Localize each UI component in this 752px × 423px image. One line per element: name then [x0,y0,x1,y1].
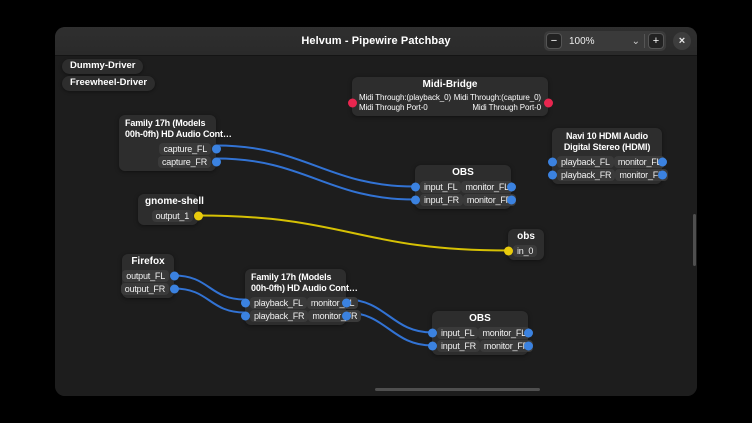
node-dummy-driver[interactable]: Dummy-Driver [62,59,144,74]
audio-in-port-dot[interactable] [240,298,250,307]
port-output-1[interactable]: output_1 [138,209,203,222]
audio-out-port-dot[interactable] [506,195,516,204]
audio-out-port-dot[interactable] [341,298,351,307]
titlebar[interactable]: Helvum - Pipewire Patchbay − 100% ⌄ + × [55,27,697,56]
close-button[interactable]: × [673,32,691,50]
vertical-scrollbar[interactable] [693,214,696,266]
zoom-controls: − 100% ⌄ + [544,31,666,51]
audio-in-port-dot[interactable] [427,341,437,350]
audio-out-port-dot[interactable] [169,271,179,280]
node-family17h-capture[interactable]: Family 17h (Models 00h-0fh) HD Audio Con… [119,115,232,171]
audio-out-port-dot[interactable] [211,144,221,153]
video-in-port-dot[interactable] [503,246,513,255]
node-midi-bridge[interactable]: Midi-Bridge Midi Through:(playback_0) Mi… [347,77,553,116]
node-title: Firefox [131,256,165,267]
port-playback-fl[interactable]: playback_FL [250,296,307,309]
audio-in-port-dot[interactable] [427,328,437,337]
connection-curve-audio [215,157,416,201]
audio-out-port-dot[interactable] [657,170,667,179]
audio-out-port-dot[interactable] [169,284,179,293]
audio-out-port-dot[interactable] [523,341,533,350]
midi-out-port-dot[interactable] [543,98,553,107]
separator [644,34,645,48]
audio-in-port-dot[interactable] [547,170,557,179]
midi-in-port-dot[interactable] [347,98,357,107]
zoom-out-button[interactable]: − [546,33,562,49]
patchbay-canvas[interactable]: Dummy-Driver Freewheel-Driver Midi-Bridg… [55,56,697,396]
zoom-level[interactable]: 100% [569,35,595,47]
node-family17h-playback[interactable]: Family 17h (Models 00h-0fh) HD Audio Con… [240,269,362,325]
node-obs-bottom[interactable]: OBS input_FL monitor_FL input_FR monitor… [427,311,533,355]
port-playback-fl[interactable]: playback_FL [557,155,614,168]
node-gnome-shell[interactable]: gnome-shell output_1 [138,194,204,225]
node-obs-video[interactable]: obs in_0 [503,229,544,260]
node-title: OBS [452,167,474,178]
port-playback-fr[interactable]: playback_FR [250,309,309,322]
connection-layer [173,144,509,347]
port-input-fl[interactable]: input_FL [437,326,479,339]
node-title: obs [517,231,535,242]
connection-curve-video [197,214,509,252]
node-navi10-hdmi[interactable]: Navi 10 HDMI Audio Digital Stereo (HDMI)… [547,128,669,184]
port-capture-fl[interactable]: capture_FL [119,142,221,155]
node-title: gnome-shell [145,196,204,207]
connection-curve-audio [215,144,416,188]
port-capture-fr[interactable]: capture_FR [119,155,221,168]
horizontal-scrollbar[interactable] [375,388,540,391]
node-title-line1: Family 17h (Models [251,272,332,282]
port-monitor-fr[interactable]: monitor_FR [462,193,516,206]
connection-curve-audio [173,274,246,301]
node-title-line2: Digital Stereo (HDMI) [563,142,651,152]
port-output-fr[interactable]: output_FR [120,282,179,295]
port-monitor-fl[interactable]: monitor_FL [461,180,513,193]
port-input-fr[interactable]: input_FR [420,193,463,206]
node-title: OBS [469,313,491,324]
connection-curve-audio [173,287,246,314]
port-monitor-fr[interactable]: monitor_FR [479,339,533,352]
node-title-line2: 00h-0fh) HD Audio Cont… [251,283,358,293]
audio-in-port-dot[interactable] [240,311,250,320]
node-title-line1: Navi 10 HDMI Audio [566,131,648,141]
zoom-in-button[interactable]: + [648,33,664,49]
node-freewheel-driver[interactable]: Freewheel-Driver [62,76,156,91]
audio-out-port-dot[interactable] [523,328,533,337]
port-input-fr[interactable]: input_FR [437,339,480,352]
node-title-line1: Family 17h (Models [125,118,206,128]
audio-out-port-dot[interactable] [211,157,221,166]
audio-in-port-dot[interactable] [410,195,420,204]
helvum-window: Helvum - Pipewire Patchbay − 100% ⌄ + × … [55,27,697,396]
audio-out-port-dot[interactable] [657,157,667,166]
chevron-down-icon[interactable]: ⌄ [631,35,640,47]
audio-in-port-dot[interactable] [410,182,420,191]
port-in-0[interactable]: in_0 [503,244,544,257]
port-output-fl[interactable]: output_FL [122,269,179,282]
port-monitor-fr[interactable]: monitor_FR [308,309,362,322]
node-title-line2: 00h-0fh) HD Audio Cont… [125,129,232,139]
port-monitor-fl[interactable]: monitor_FL [478,326,530,339]
audio-out-port-dot[interactable] [341,311,351,320]
node-title: Midi-Bridge [422,79,478,90]
port-monitor-fl[interactable]: monitor_FL [306,296,359,309]
port-midi-through-playback[interactable]: Midi Through:(playback_0) Midi Through P… [359,93,452,112]
port-monitor-fr[interactable]: monitor_FR [615,168,669,181]
node-firefox[interactable]: Firefox output_FL output_FR [120,254,179,298]
node-obs-top[interactable]: OBS input_FL monitor_FL input_FR monitor… [410,165,516,209]
video-out-port-dot[interactable] [193,211,203,220]
audio-in-port-dot[interactable] [547,157,557,166]
audio-out-port-dot[interactable] [506,182,516,191]
port-midi-through-capture[interactable]: Midi Through:(capture_0) Midi Through Po… [453,93,541,112]
port-playback-fr[interactable]: playback_FR [557,168,616,181]
titlebar-controls: − 100% ⌄ + × [544,27,691,55]
port-input-fl[interactable]: input_FL [420,180,462,193]
port-monitor-fl[interactable]: monitor_FL [613,155,666,168]
